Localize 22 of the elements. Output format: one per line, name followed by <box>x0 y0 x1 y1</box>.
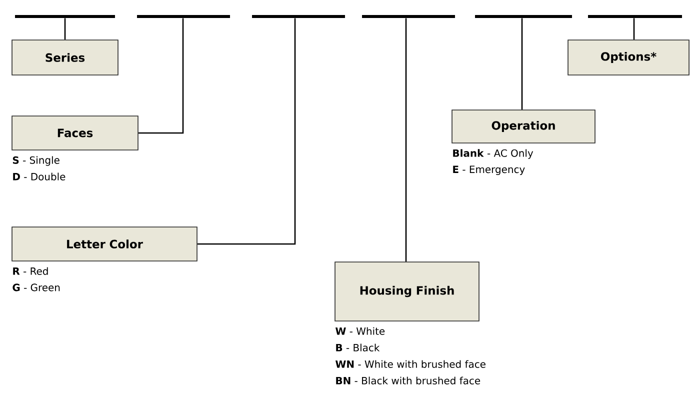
option-text: WN - White with brushed face <box>336 360 486 368</box>
option-text: G - Green <box>12 284 60 292</box>
connector-line <box>633 18 635 40</box>
connector-line <box>405 18 407 262</box>
option-text: R - Red <box>13 267 48 275</box>
option-text: E - Emergency <box>453 166 525 176</box>
label-box: Options* <box>568 40 690 76</box>
option-text: W - White <box>336 327 385 335</box>
connector-line <box>521 18 523 110</box>
option-text: BN - Black with brushed face <box>336 376 480 384</box>
option-text: D - Double <box>13 172 66 180</box>
option-text: Blank - AC Only <box>453 149 534 159</box>
connector-line <box>197 18 296 245</box>
connector-line <box>64 18 66 40</box>
connector-line <box>138 18 184 134</box>
label-box: Faces <box>12 116 138 150</box>
label-box: Letter Color <box>12 226 198 262</box>
option-text: B - Black <box>336 344 380 352</box>
label-box: Housing Finish <box>334 262 480 322</box>
label-box: Series <box>12 40 118 76</box>
label-box: Operation <box>452 110 596 144</box>
option-text: S - Single <box>12 156 60 166</box>
